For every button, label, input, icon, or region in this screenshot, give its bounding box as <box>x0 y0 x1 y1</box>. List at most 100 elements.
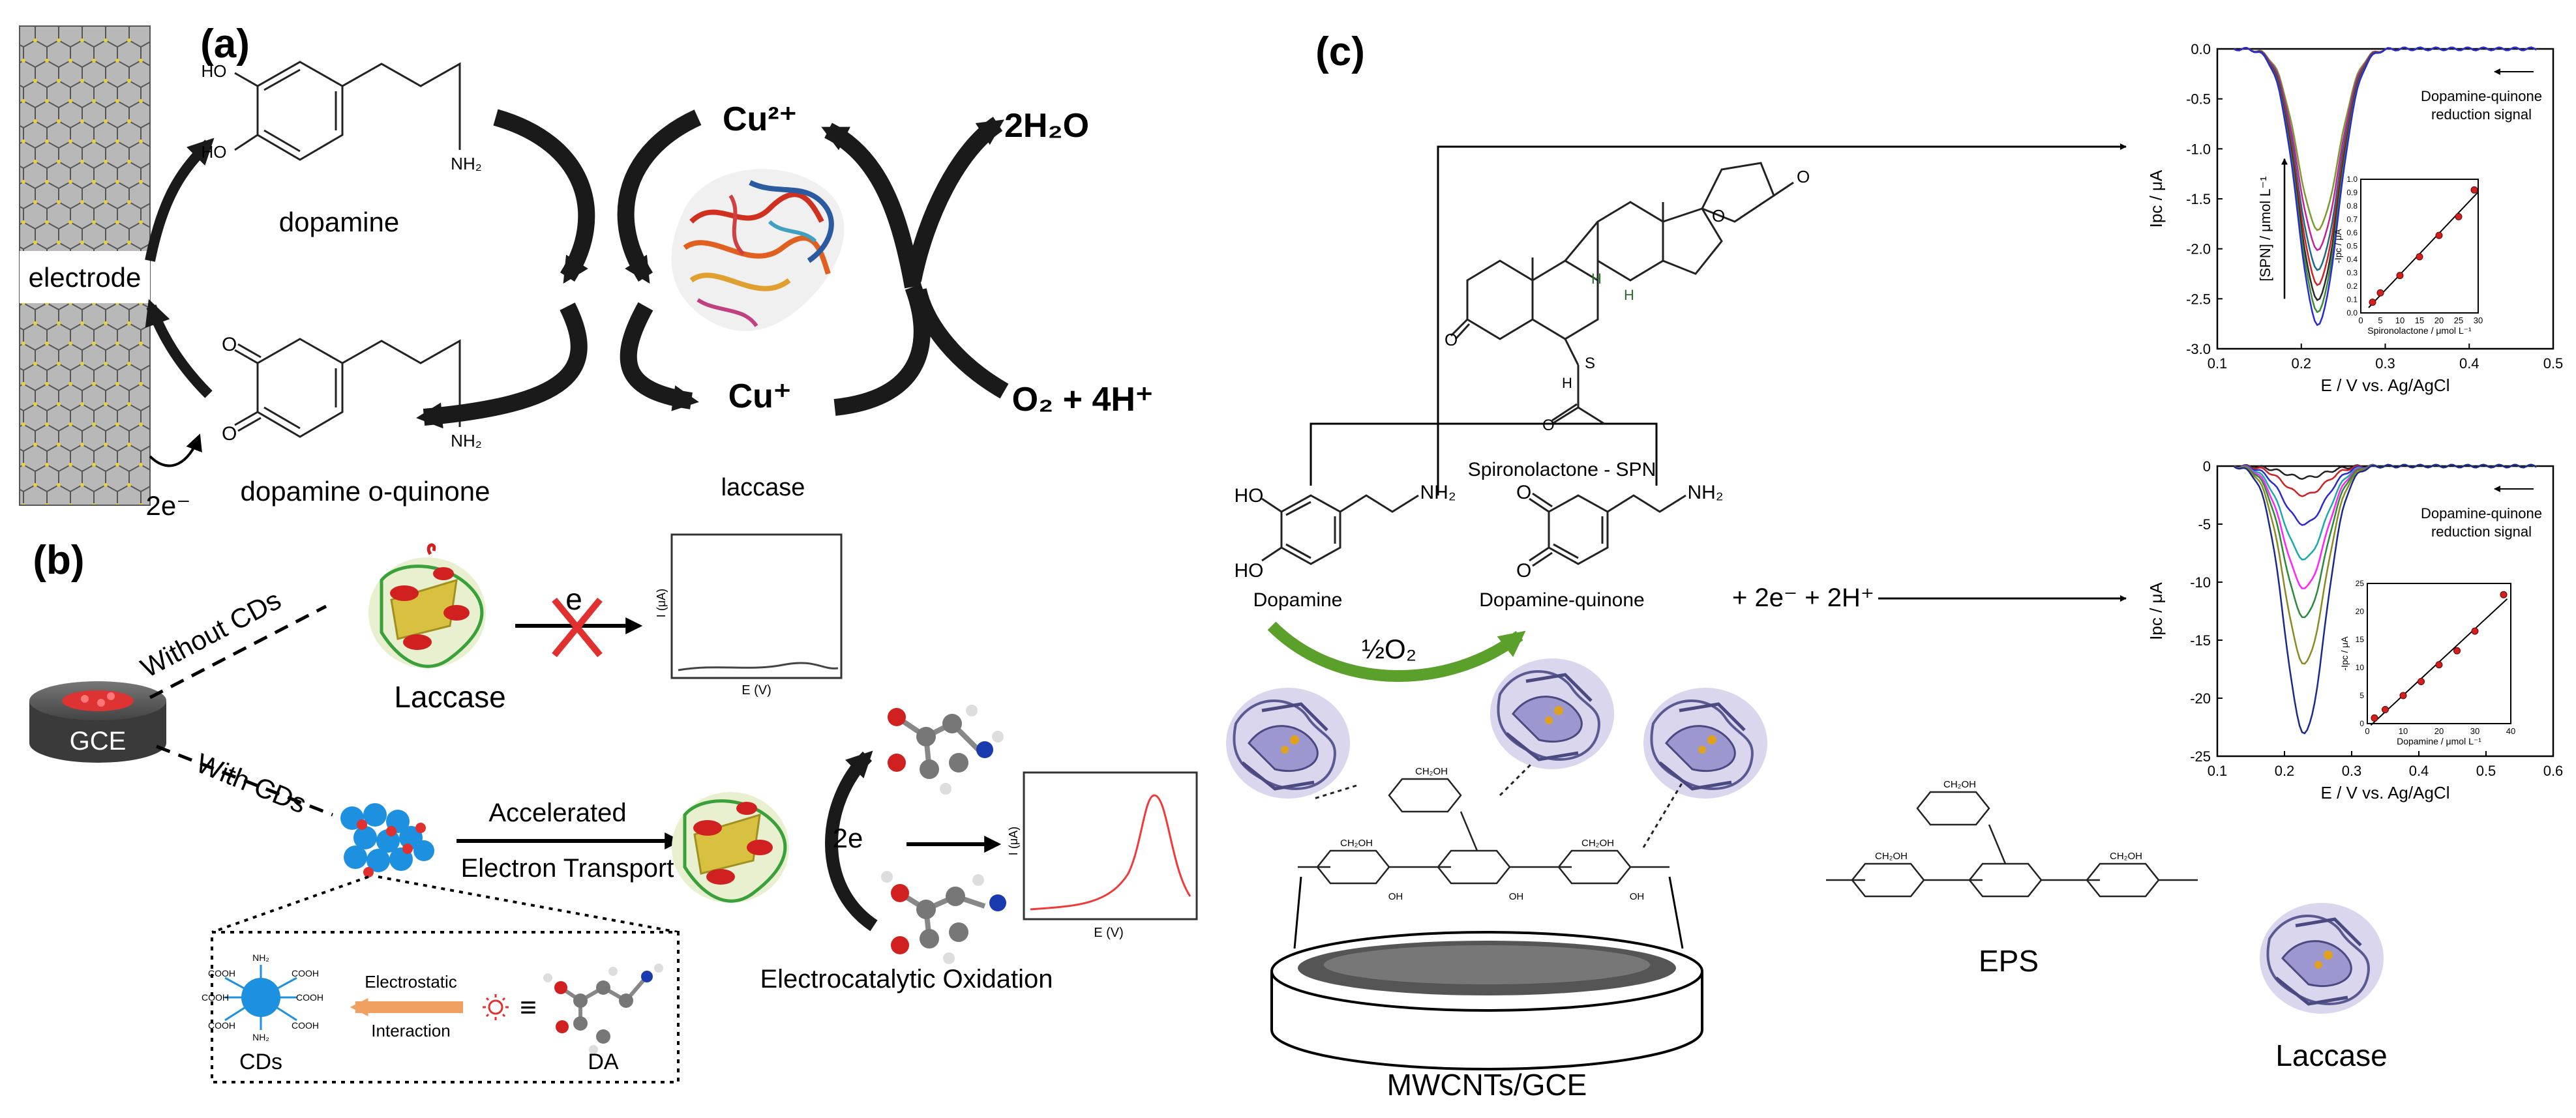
inset-y-tick-label: 0.9 <box>2346 188 2358 198</box>
inset-y-axis-label: -Ipc / μA <box>2333 229 2343 263</box>
x-axis-label: E / V vs. Ag/AgCl <box>2321 375 2450 395</box>
spn-o-3: O <box>1712 206 1725 226</box>
x-tick-label: 0.4 <box>2409 763 2429 779</box>
half-o2-label: ½O₂ <box>1362 634 1416 664</box>
laccase-label-b: Laccase <box>394 680 505 714</box>
y-tick-label: 0.0 <box>2191 41 2211 57</box>
x-axis-label: E / V vs. Ag/AgCl <box>2321 783 2450 802</box>
y-axis-label: Ipc / μA <box>2146 582 2166 640</box>
concentration-label: [SPN] / μmol L⁻¹ <box>2257 176 2273 281</box>
cooh-label-4: COOH <box>296 992 323 1003</box>
spn-o-1: O <box>1445 330 1458 349</box>
quinone-structure: O O <box>222 334 461 445</box>
quinone-c-label: Dopamine-quinone <box>1479 589 1645 611</box>
oxygen-label: O₂ + 4H⁺ <box>1012 381 1154 419</box>
inset-y-tick-label: 0.0 <box>2346 308 2358 317</box>
laccase-protein-c-3 <box>1643 688 1767 799</box>
eps-legend-structure <box>1826 791 2198 898</box>
inset-data-point <box>2369 299 2376 306</box>
oxidation-plot-xaxis: E (V) <box>1094 926 1124 940</box>
ch2oh-1: CH₂OH <box>1415 766 1448 777</box>
quinone-c-o-1: O <box>1516 482 1531 503</box>
zoom-line-right <box>378 875 679 934</box>
dopamine-c-nh2: NH₂ <box>1420 482 1456 503</box>
dopamine-label: dopamine <box>279 207 399 237</box>
laccase-label-a: laccase <box>721 474 805 501</box>
dopamine-oh-top: HO <box>202 61 227 81</box>
eps-label: EPS <box>1979 944 2039 978</box>
inset-y-tick-label: 5 <box>2359 691 2364 700</box>
svg-text:O: O <box>222 423 237 445</box>
quinone-label: dopamine o-quinone <box>241 476 490 507</box>
electrode-label: electrode <box>29 262 142 293</box>
two-e-curved-arrow <box>825 750 878 932</box>
oxidation-label: Electrocatalytic Oxidation <box>760 965 1053 993</box>
inset-data-point <box>2418 678 2425 685</box>
eps-layer-electrode <box>1298 761 1684 885</box>
quinone-structure-c <box>1529 492 1686 567</box>
svg-text:O: O <box>222 334 237 355</box>
eps-ch2oh-2: CH₂OH <box>1875 851 1908 862</box>
y-tick-label: 0 <box>2203 458 2211 475</box>
inset-data-point <box>2435 661 2443 669</box>
to-cu1-arrow <box>620 302 699 411</box>
electrode-down-arrow <box>145 299 213 398</box>
inset-y-tick-label: 0.3 <box>2346 269 2358 278</box>
inset-x-tick-label: 30 <box>2474 316 2483 325</box>
cu1-to-cu2-arrow <box>821 123 921 289</box>
y-tick-label: -5 <box>2198 516 2211 533</box>
panel-c-label: (c) <box>1315 29 1365 74</box>
panel-c: (c) O O O S O H <box>1226 29 2388 1102</box>
inset-y-tick-label: 20 <box>2356 607 2365 616</box>
x-tick-label: 0.1 <box>2208 355 2228 372</box>
inset-y-tick-label: 0.6 <box>2346 228 2358 237</box>
without-cds-label: Without CDs <box>136 584 286 683</box>
accelerated-label: Accelerated <box>488 799 626 827</box>
inset-x-tick-label: 20 <box>2434 726 2444 736</box>
ch2oh-3: CH₂OH <box>1581 838 1614 849</box>
electrons-label: 2e⁻ <box>146 490 191 521</box>
y-tick-label: -0.5 <box>2186 91 2211 108</box>
ch2oh-2: CH₂OH <box>1340 838 1373 849</box>
y-tick-label: -25 <box>2190 748 2211 765</box>
dopamine-to-cu-arrow <box>493 109 595 284</box>
inset-y-tick-label: 0.8 <box>2346 201 2358 211</box>
oh-2: OH <box>1509 891 1524 902</box>
spn-o-4: O <box>1542 417 1555 434</box>
inset-y-tick-label: 15 <box>2356 635 2365 644</box>
cooh-label-1: COOH <box>208 968 235 978</box>
dopamine-c-ho-2: HO <box>1235 560 1264 581</box>
dopamine-c-ho-1: HO <box>1235 485 1264 507</box>
x-tick-label: 0.3 <box>2375 355 2395 372</box>
dopamine-oh-bottom: HO <box>202 142 227 162</box>
dopamine-structure <box>234 61 461 161</box>
cu1-label: Cu⁺ <box>728 377 792 415</box>
mwcnt-electrode <box>1270 876 1703 1070</box>
electron-arrow <box>149 434 202 467</box>
quinone-c-nh2: NH₂ <box>1688 482 1724 503</box>
inset-x-tick-label: 15 <box>2415 316 2424 325</box>
inset-x-tick-label: 10 <box>2395 316 2404 325</box>
eps-ch2oh-3: CH₂OH <box>2110 851 2142 862</box>
da-label: DA <box>588 1050 619 1074</box>
inset-x-tick-label: 20 <box>2434 316 2444 325</box>
no-signal-plot <box>670 533 843 679</box>
oh-1: OH <box>1388 891 1403 902</box>
cross-mark-2 <box>552 597 603 658</box>
mwcnt-label: MWCNTs/GCE <box>1387 1068 1587 1102</box>
electron-transport-label: Electron Transport <box>461 854 674 883</box>
inset-data-point <box>2396 272 2404 280</box>
dopamine-nh2: NH₂ <box>451 154 482 173</box>
equiv-symbol: ≡ <box>520 992 537 1023</box>
cds-cluster <box>340 803 434 877</box>
inset-y-tick-label: 0.4 <box>2346 255 2358 264</box>
laccase-protein-b-bottom <box>672 792 789 903</box>
top-plot-xaxis: E (V) <box>741 683 771 698</box>
spn-to-chart-line <box>1437 143 2127 495</box>
gce-label: GCE <box>70 727 127 756</box>
x-tick-label: 0.5 <box>2543 355 2564 372</box>
inset-data-point <box>2500 591 2508 598</box>
inset-x-axis-label: Dopamine / μmol L⁻¹ <box>2397 736 2481 746</box>
y-tick-label: -2.0 <box>2186 241 2211 257</box>
nh2-label-2: NH₂ <box>252 1032 269 1042</box>
